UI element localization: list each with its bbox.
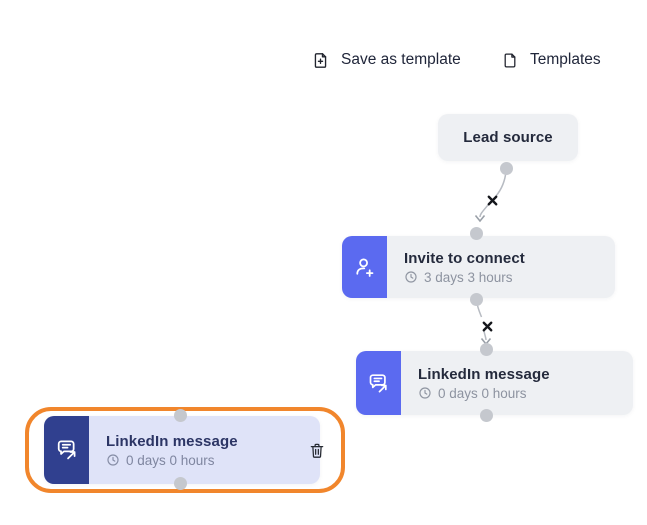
person-plus-icon <box>342 236 387 298</box>
node-title: LinkedIn message <box>106 432 238 450</box>
drag-highlight-ring <box>25 407 345 493</box>
connector-handle-dot[interactable] <box>480 409 493 422</box>
file-icon <box>501 50 519 71</box>
templates-label: Templates <box>530 51 601 68</box>
node-title: LinkedIn message <box>418 365 550 383</box>
connector-handle-dot[interactable] <box>480 343 493 356</box>
file-plus-icon <box>311 50 330 71</box>
remove-connection-button[interactable] <box>479 318 495 334</box>
save-as-template-button[interactable]: Save as template <box>311 44 461 76</box>
connector-handle-dot[interactable] <box>174 409 187 422</box>
clock-icon <box>107 454 119 466</box>
node-linkedin-message[interactable]: LinkedIn message 0 days 0 hours <box>356 351 633 415</box>
node-lead-source[interactable]: Lead source <box>438 114 578 161</box>
connector-handle-dot[interactable] <box>470 227 483 240</box>
clock-icon <box>405 271 417 283</box>
delete-node-button[interactable] <box>306 439 328 461</box>
clock-icon <box>419 387 431 399</box>
node-title: Lead source <box>463 129 553 146</box>
connector-handle-dot[interactable] <box>470 293 483 306</box>
save-as-template-label: Save as template <box>341 51 461 68</box>
chat-arrow-icon <box>44 416 89 484</box>
x-icon <box>487 195 497 205</box>
templates-button[interactable]: Templates <box>501 44 601 76</box>
node-delay: 0 days 0 hours <box>418 386 550 401</box>
node-linkedin-message-selected[interactable]: LinkedIn message 0 days 0 hours <box>44 416 320 484</box>
node-delay: 0 days 0 hours <box>106 453 238 468</box>
node-invite-to-connect[interactable]: Invite to connect 3 days 3 hours <box>342 236 615 298</box>
node-delay: 3 days 3 hours <box>404 270 525 285</box>
remove-connection-button[interactable] <box>484 192 500 208</box>
connector-handle-dot[interactable] <box>500 162 513 175</box>
connector-handle-dot[interactable] <box>174 477 187 490</box>
x-icon <box>482 321 492 331</box>
trash-icon <box>310 443 324 458</box>
node-title: Invite to connect <box>404 249 525 267</box>
chat-arrow-icon <box>356 351 401 415</box>
